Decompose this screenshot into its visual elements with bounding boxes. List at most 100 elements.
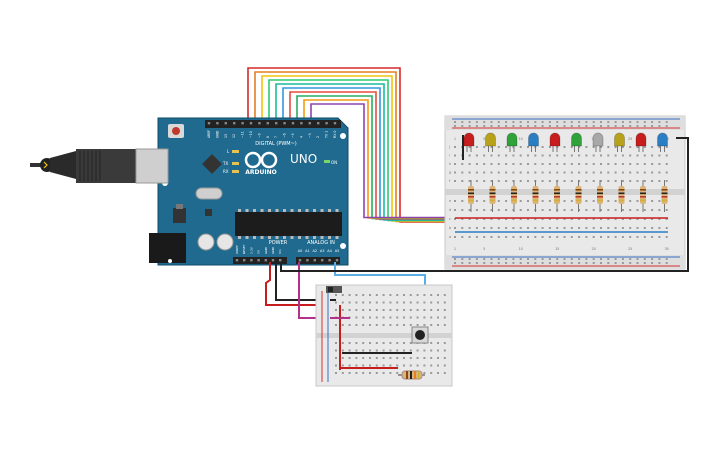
small-terminal-hole xyxy=(341,372,344,374)
resistor-band xyxy=(597,192,603,195)
pin-label: RX 0 xyxy=(333,131,337,138)
small-terminal-hole xyxy=(443,294,446,296)
small-terminal-hole xyxy=(362,301,365,304)
resistor-band xyxy=(532,196,539,198)
column-number: 25 xyxy=(628,137,632,141)
rail-hole xyxy=(629,258,632,260)
small-terminal-hole xyxy=(389,301,392,304)
rail-hole xyxy=(556,262,559,264)
header-pin xyxy=(250,259,253,262)
terminal-hole xyxy=(585,180,588,182)
chip-pin xyxy=(313,236,316,239)
chip-pin xyxy=(275,236,279,239)
chip-pin xyxy=(335,209,339,212)
small-terminal-hole xyxy=(416,357,419,359)
terminal-hole xyxy=(490,209,493,211)
row-letter: b xyxy=(449,226,452,230)
rail-hole xyxy=(468,125,471,127)
header-pin xyxy=(300,122,303,125)
terminal-hole xyxy=(658,236,661,238)
header-pin xyxy=(306,259,309,262)
rail-hole xyxy=(614,258,617,260)
terminal-hole xyxy=(592,209,595,211)
small-terminal-hole xyxy=(389,309,392,311)
resistor xyxy=(640,186,646,204)
header-pin xyxy=(313,259,316,262)
terminal-hole xyxy=(541,227,544,229)
rail-hole xyxy=(665,121,668,123)
terminal-hole xyxy=(614,180,617,182)
terminal-hole xyxy=(541,171,544,174)
small-terminal-hole xyxy=(437,309,439,311)
small-terminal-hole xyxy=(403,309,405,311)
small-terminal-hole xyxy=(355,357,358,359)
rail-hole xyxy=(636,258,639,260)
terminal-hole xyxy=(643,218,646,220)
reset-button-cap xyxy=(172,127,180,135)
rail-hole xyxy=(578,125,581,127)
terminal-hole xyxy=(636,171,639,174)
terminal-hole xyxy=(607,236,610,238)
chip-pin xyxy=(253,209,256,212)
terminal-hole xyxy=(643,146,646,148)
small-terminal-hole xyxy=(409,316,412,319)
atmega-chip xyxy=(235,212,342,236)
resistor-band xyxy=(575,189,582,191)
rail-hole xyxy=(643,121,646,123)
small-terminal-hole xyxy=(335,294,337,296)
small-terminal-hole xyxy=(362,342,365,344)
small-terminal-hole xyxy=(443,357,446,359)
chip-pin xyxy=(283,209,286,212)
chip-pin xyxy=(245,236,249,239)
small-terminal-hole xyxy=(335,301,337,304)
resistor-band xyxy=(575,199,582,202)
small-terminal-hole xyxy=(437,342,439,344)
pulldown-band-3 xyxy=(414,371,416,379)
rail-hole xyxy=(556,125,559,127)
rail-hole xyxy=(497,121,500,123)
terminal-hole xyxy=(665,180,668,182)
small-terminal-hole xyxy=(341,342,344,344)
terminal-hole xyxy=(548,146,551,148)
rail-hole xyxy=(636,262,639,264)
terminal-hole xyxy=(592,171,595,174)
terminal-hole xyxy=(658,171,661,174)
small-terminal-hole xyxy=(348,309,351,311)
chip-pin xyxy=(335,236,339,239)
small-terminal-hole xyxy=(423,309,426,311)
terminal-hole xyxy=(643,154,646,157)
rail-hole xyxy=(607,121,610,123)
terminal-hole xyxy=(468,171,471,174)
rail-hole xyxy=(658,125,661,127)
small-terminal-hole xyxy=(403,364,405,367)
small-terminal-hole xyxy=(437,372,439,374)
usb-cable xyxy=(30,148,169,184)
small-terminal-hole xyxy=(437,364,439,367)
terminal-hole xyxy=(665,209,668,211)
header-pin xyxy=(224,122,227,125)
terminal-hole xyxy=(585,200,588,202)
chip-pin xyxy=(290,209,294,212)
chip-pin xyxy=(313,209,316,212)
terminal-hole xyxy=(483,236,486,238)
small-terminal-hole xyxy=(430,372,433,374)
resistor-band xyxy=(554,196,560,198)
terminal-hole xyxy=(505,227,508,229)
rail-hole xyxy=(578,258,581,260)
terminal-hole xyxy=(585,154,588,157)
resistor xyxy=(489,186,496,204)
terminal-hole xyxy=(505,146,508,148)
pin-label: Vin xyxy=(278,249,282,254)
small-terminal-hole xyxy=(362,324,365,326)
resistor-band xyxy=(468,199,474,202)
arduino-logo: ARDUINO xyxy=(244,151,278,176)
slide-switch[interactable] xyxy=(326,286,342,293)
usb-plug-body xyxy=(76,149,136,183)
small-terminal-hole xyxy=(362,357,365,359)
chip-pin xyxy=(328,209,331,212)
terminal-hole xyxy=(629,154,632,157)
small-terminal-hole xyxy=(403,349,405,352)
header-pin xyxy=(249,122,253,125)
small-terminal-hole xyxy=(409,301,412,304)
terminal-hole xyxy=(505,236,508,238)
